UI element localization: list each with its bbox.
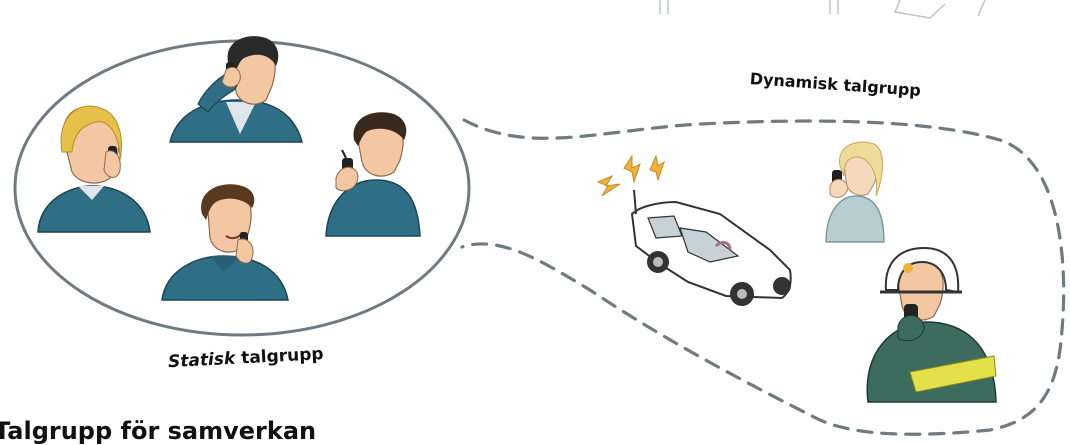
person-businessman-phone bbox=[170, 36, 302, 142]
radio-signal-icon bbox=[598, 156, 664, 196]
car-with-antenna bbox=[632, 190, 791, 306]
dynamic-group-label: Dynamisk talgrupp bbox=[749, 69, 921, 100]
person-woman-radio bbox=[826, 142, 884, 242]
page-heading: Talgrupp för samverkan bbox=[0, 417, 316, 445]
person-man-phone bbox=[162, 184, 288, 300]
person-firefighter-radio bbox=[867, 248, 996, 402]
person-woman-phone bbox=[38, 106, 150, 232]
background-sketch bbox=[660, 0, 985, 18]
person-man-radio bbox=[326, 112, 420, 236]
static-group-label: Statisk talgrupp bbox=[168, 344, 324, 372]
